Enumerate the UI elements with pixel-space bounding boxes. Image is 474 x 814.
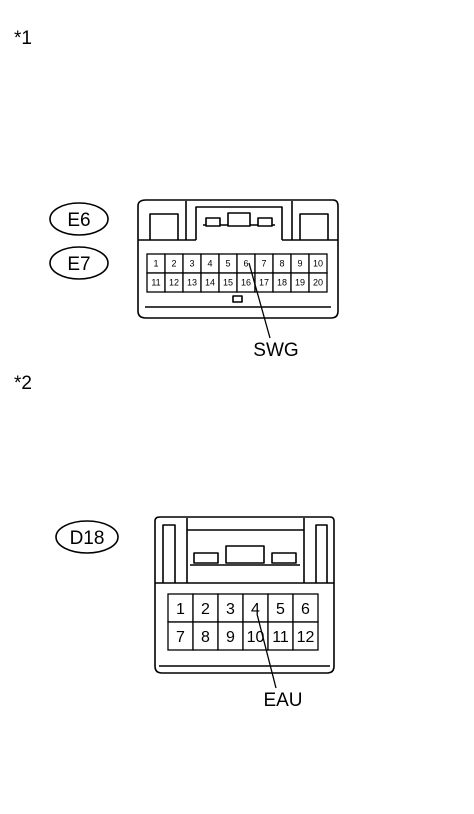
pin-cell-11 — [267, 621, 294, 651]
pin-number-14: 14 — [205, 278, 215, 288]
pin-number-4: 4 — [207, 259, 212, 269]
connector-badge-d18: D18 — [55, 520, 119, 554]
pin-number-17: 17 — [259, 278, 269, 288]
pin-number-4: 4 — [251, 601, 260, 618]
pin-number-11: 11 — [151, 278, 160, 288]
pin-number-7: 7 — [176, 629, 185, 646]
pin-number-13: 13 — [187, 278, 197, 288]
terminal-swg-leader-line — [248, 262, 271, 339]
pin-number-5: 5 — [276, 601, 285, 618]
pin-number-8: 8 — [201, 629, 210, 646]
pin-cell-8 — [192, 621, 219, 651]
pin-cell-6 — [292, 593, 319, 623]
connector-badge-e7: E7 — [49, 246, 109, 280]
pin-number-3: 3 — [226, 601, 235, 618]
pin-cell-20 — [308, 272, 328, 293]
diagram-1: *1 E6 E7 — [14, 28, 339, 361]
pin-number-2: 2 — [171, 259, 176, 269]
pin-number-2: 2 — [201, 601, 210, 618]
pin-number-19: 19 — [295, 278, 305, 288]
pin-number-6: 6 — [301, 601, 310, 618]
pin-number-6: 6 — [243, 259, 248, 269]
pin-number-18: 18 — [277, 278, 287, 288]
pin-number-8: 8 — [279, 259, 284, 269]
pin-number-9: 9 — [226, 629, 235, 646]
pin-cell-9 — [217, 621, 244, 651]
pin-number-15: 15 — [223, 278, 233, 288]
note-2-label: *2 — [14, 373, 32, 394]
connector-badge-e6-label: E6 — [67, 210, 90, 231]
terminal-eau-label: EAU — [263, 690, 302, 711]
pin-number-1: 1 — [153, 259, 158, 269]
pin-cell-1 — [167, 593, 194, 623]
pin-number-11: 11 — [272, 629, 289, 646]
pin-number-10: 10 — [313, 259, 323, 269]
terminal-eau-leader-line — [256, 613, 277, 689]
pin-number-10: 10 — [247, 629, 265, 646]
pin-number-3: 3 — [189, 259, 194, 269]
pin-cell-4 — [242, 593, 269, 623]
pin-number-20: 20 — [313, 278, 323, 288]
pin-cell-7 — [167, 621, 194, 651]
pin-number-16: 16 — [241, 278, 251, 288]
pin-number-12: 12 — [297, 629, 315, 646]
connector-badge-d18-label: D18 — [70, 528, 105, 549]
pin-number-5: 5 — [225, 259, 230, 269]
connector-badge-e6: E6 — [49, 202, 109, 236]
pin-cell-3 — [217, 593, 244, 623]
pin-number-9: 9 — [297, 259, 302, 269]
pin-cell-12 — [292, 621, 319, 651]
terminal-swg-label: SWG — [253, 340, 298, 361]
pin-number-7: 7 — [261, 259, 266, 269]
connector-badge-e7-label: E7 — [67, 254, 90, 275]
pin-number-1: 1 — [176, 601, 185, 618]
connector-housing-1 — [137, 199, 339, 319]
connector-housing-2 — [154, 516, 335, 674]
note-1-label: *1 — [14, 28, 32, 49]
pin-number-12: 12 — [169, 278, 179, 288]
